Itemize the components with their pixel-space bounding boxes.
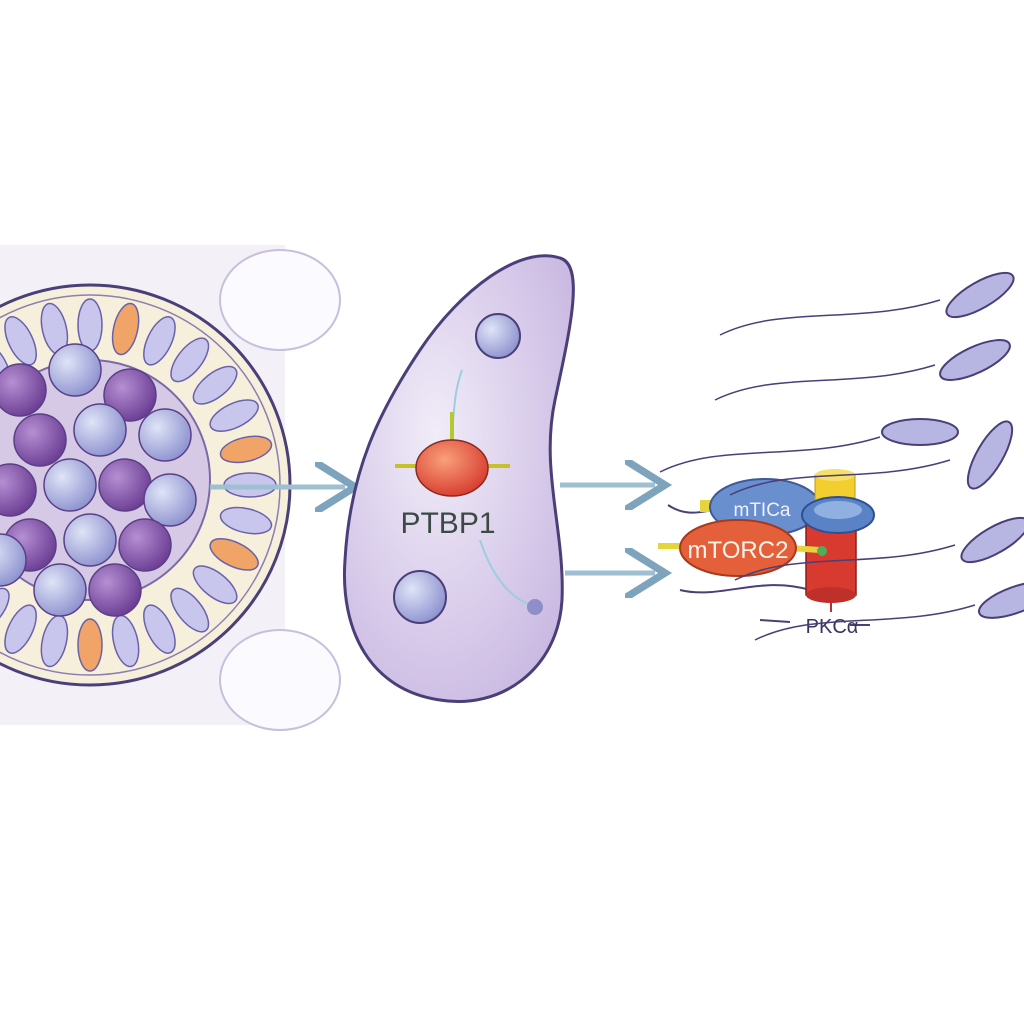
flagellum [719, 299, 941, 336]
epithelial-cell [209, 399, 259, 432]
epithelial-cell [4, 316, 37, 366]
inner-cell [33, 563, 87, 617]
epithelial-cell [77, 298, 103, 352]
inner-cell [48, 343, 102, 397]
inner-cell [0, 463, 37, 517]
epithelial-cell [143, 604, 176, 654]
inner-cell [138, 408, 192, 462]
vesicle [475, 313, 521, 359]
inner-cell [43, 458, 97, 512]
mtorc2-protein [679, 519, 797, 577]
epithelial-cell-ring [0, 298, 277, 672]
epithelial-cell [4, 604, 37, 654]
ptbp1-label: PTBP1 [400, 507, 495, 540]
ptbp1-protein [415, 439, 489, 497]
mtorc2-label: mTORC2 [688, 537, 789, 564]
migrating-cells [659, 271, 1024, 641]
migrating-cell [978, 581, 1024, 619]
inner-cell [88, 563, 142, 617]
flagellum [734, 544, 956, 581]
epithelial-cell [170, 337, 210, 383]
migrating-cell [881, 418, 959, 446]
inner-cell [103, 368, 157, 422]
inner-cell [98, 458, 152, 512]
adjacent-cell [219, 249, 341, 351]
migrating-cell [966, 420, 1014, 490]
inner-cell [118, 518, 172, 572]
inner-cell [13, 413, 67, 467]
epithelial-cell [170, 587, 210, 633]
epithelial-cell [219, 435, 273, 464]
tissue-cross-section [0, 245, 341, 731]
inner-cell [0, 363, 47, 417]
epithelial-cell [111, 302, 140, 356]
epithelial-cell [77, 618, 103, 672]
flagellum [754, 604, 976, 641]
pkca-label: PKCα [806, 616, 859, 638]
vesicle [393, 570, 447, 624]
ptbp1-cell: PTBP1 [342, 254, 575, 703]
epithelial-cell [192, 365, 238, 405]
mtorc-subunit-label: mTICa [734, 500, 791, 521]
migrating-cell [939, 339, 1011, 381]
flagellum [714, 364, 936, 401]
inner-cell [143, 473, 197, 527]
rna-bead [527, 599, 543, 615]
migrating-cell [960, 516, 1024, 564]
mtorc2-pkca-complex: mTICa mTORC2 PKCα [658, 469, 875, 638]
epithelial-cell [0, 587, 10, 633]
epithelial-cell [192, 565, 238, 605]
flagellum [729, 459, 951, 496]
inner-cell [73, 403, 127, 457]
inner-cell-cluster [0, 343, 197, 617]
epithelial-cell [143, 316, 176, 366]
adjacent-cell [219, 629, 341, 731]
flagellum [659, 436, 881, 473]
inner-cell [63, 513, 117, 567]
migrating-cell [945, 271, 1015, 319]
inner-cell [0, 533, 27, 587]
epithelial-cell [219, 506, 273, 535]
epithelial-cell [209, 538, 259, 571]
